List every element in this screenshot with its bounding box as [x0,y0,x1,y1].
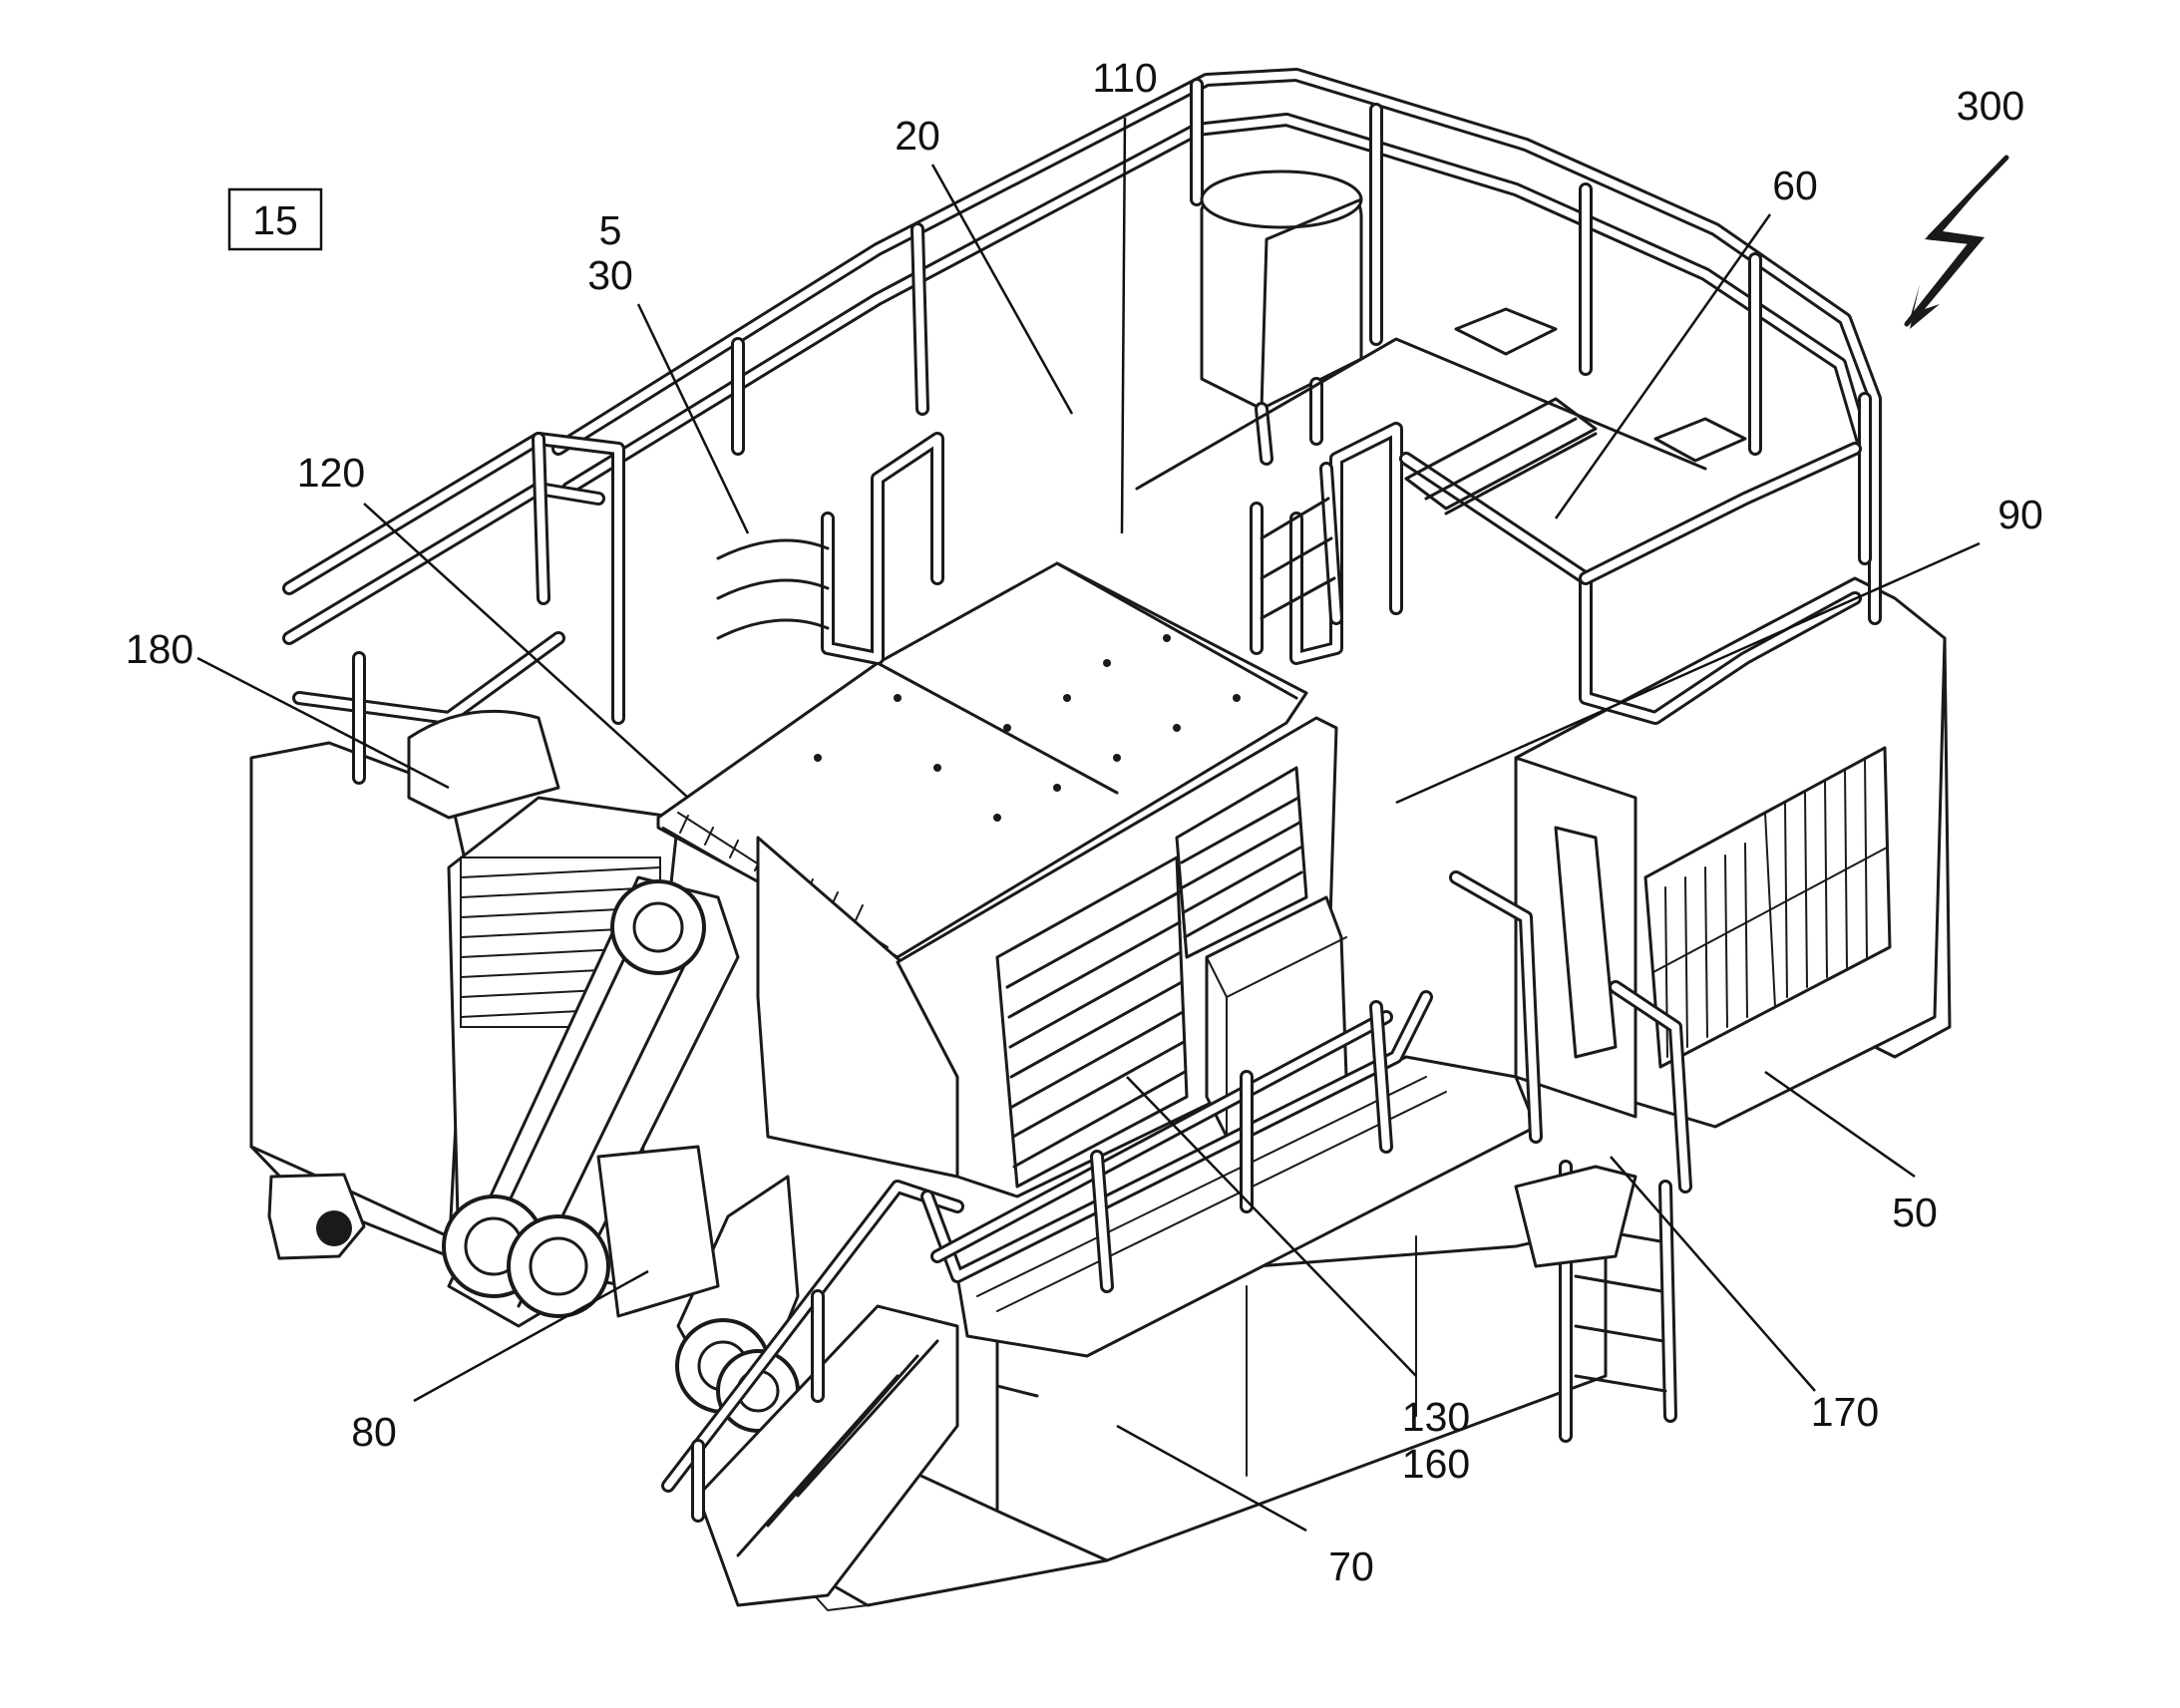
right-ladder [1514,1160,1677,1443]
right-side-railing [1449,870,1692,1194]
label-110: 110 [1092,55,1157,101]
label-70: 70 [1328,1543,1374,1589]
figure-number: 15 [252,197,298,243]
figure-number-box: 15 [227,187,323,251]
upper-deck [1135,307,1747,515]
front-louvers [995,766,1308,1189]
label-5: 5 [599,207,622,253]
label-80: 80 [351,1409,397,1455]
upper-railings [282,68,1882,785]
right-grille [1643,746,1892,1069]
front-stairs [661,1180,964,1607]
label-90: 90 [1998,492,2043,537]
label-50: 50 [1892,1190,1938,1235]
label-60: 60 [1772,163,1818,208]
machine-drawing [249,68,1952,1611]
top-tank [1200,170,1363,466]
label-300: 300 [1957,83,2024,129]
reference-labels: 300 5 30 20 110 60 90 120 180 50 170 130… [126,55,2043,1589]
label-170: 170 [1811,1389,1879,1435]
label-180: 180 [126,626,193,672]
boom-arms [442,875,800,1433]
left-upper-deck [407,538,830,820]
lightning-arrow-icon [1904,155,2009,329]
label-130: 130 [1402,1394,1470,1440]
label-120: 120 [297,450,365,496]
label-20: 20 [895,113,940,159]
leader-lines [196,117,1981,1533]
label-30: 30 [587,252,633,298]
label-160: 160 [1402,1441,1470,1487]
